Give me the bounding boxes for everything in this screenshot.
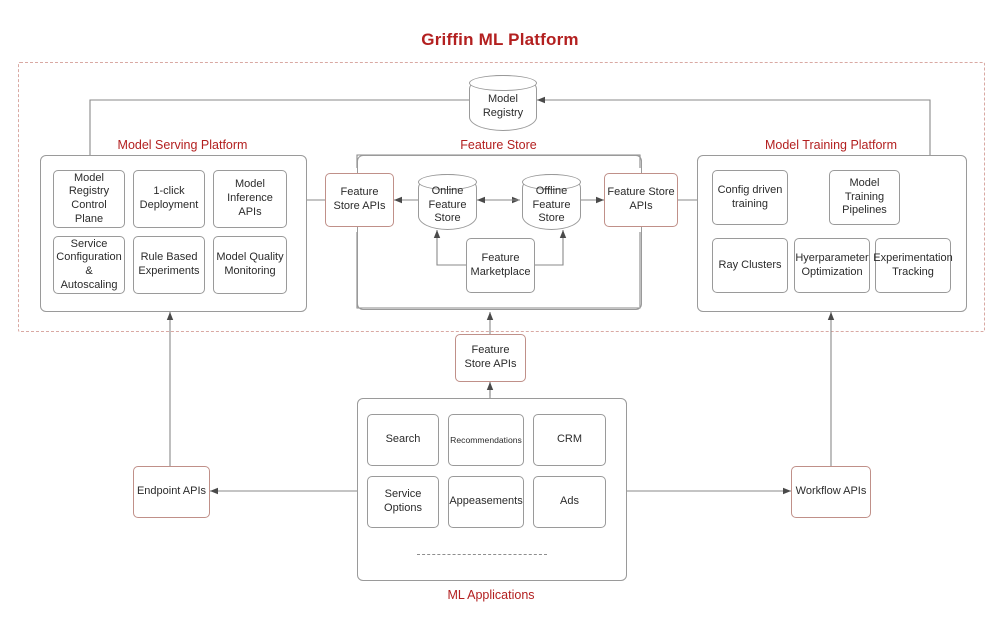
- model-quality-monitoring-node[interactable]: Model Quality Monitoring: [213, 236, 287, 294]
- one-click-deployment-node[interactable]: 1-click Deployment: [133, 170, 205, 228]
- experimentation-tracking-node[interactable]: Experimentation Tracking: [873, 238, 953, 293]
- online-feature-store-label: Online Feature Store: [428, 184, 467, 225]
- app-recommendations-node[interactable]: Recommendations: [448, 414, 524, 466]
- app-service-options-node[interactable]: Service Options: [367, 476, 439, 528]
- model-training-platform-label: Model Training Platform: [764, 138, 897, 152]
- app-crm-node[interactable]: CRM: [533, 414, 606, 466]
- offline-feature-store-label: Offline Feature Store: [532, 184, 571, 225]
- config-driven-training-node[interactable]: Config driven training: [712, 170, 788, 225]
- model-registry-control-plane-node[interactable]: Model Registry Control Plane: [53, 170, 125, 228]
- feature-store-label: Feature Store: [460, 138, 537, 152]
- workflow-apis-node[interactable]: Workflow APIs: [791, 466, 871, 518]
- offline-feature-store-datastore: Offline Feature Store: [522, 174, 581, 230]
- model-inference-apis-node[interactable]: Model Inference APIs: [213, 170, 287, 228]
- app-appeasements-node[interactable]: Appeasements: [448, 476, 524, 528]
- griffin-platform-boundary: [18, 62, 985, 332]
- feature-store-apis-mid[interactable]: Feature Store APIs: [455, 334, 526, 382]
- ray-clusters-node[interactable]: Ray Clusters: [712, 238, 788, 293]
- feature-store-container: [357, 155, 642, 310]
- endpoint-apis-node[interactable]: Endpoint APIs: [133, 466, 210, 518]
- model-serving-platform-label: Model Serving Platform: [117, 138, 248, 152]
- app-search-node[interactable]: Search: [367, 414, 439, 466]
- page-title: Griffin ML Platform: [421, 30, 579, 49]
- service-configuration-autoscaling-node[interactable]: Service Configuration & Autoscaling: [53, 236, 125, 294]
- model-training-pipelines-node[interactable]: Model Training Pipelines: [829, 170, 900, 225]
- rule-based-experiments-node[interactable]: Rule Based Experiments: [133, 236, 205, 294]
- ml-applications-label: ML Applications: [447, 588, 535, 602]
- feature-marketplace-node[interactable]: Feature Marketplace: [466, 238, 535, 293]
- hyperparameter-optimization-node[interactable]: Hyerparameter Optimization: [794, 238, 870, 293]
- feature-store-apis-right[interactable]: Feature Store APIs: [604, 173, 678, 227]
- online-feature-store-datastore: Online Feature Store: [418, 174, 477, 230]
- app-ads-node[interactable]: Ads: [533, 476, 606, 528]
- feature-store-apis-left[interactable]: Feature Store APIs: [325, 173, 394, 227]
- ml-applications-more-divider: [417, 554, 547, 555]
